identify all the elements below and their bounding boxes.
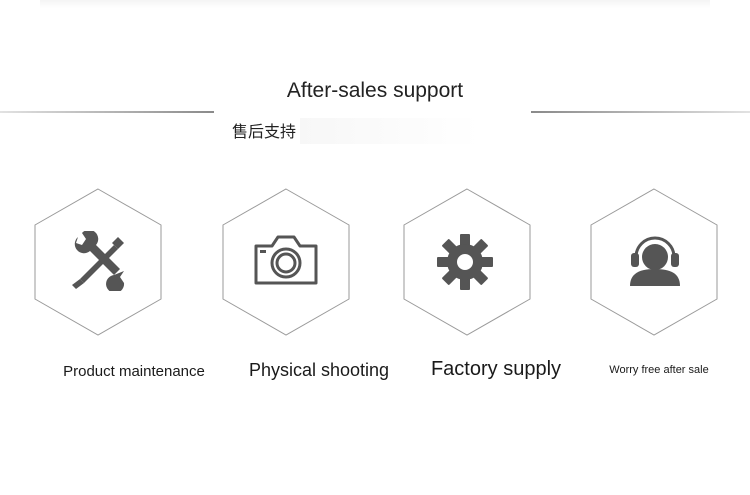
- subtitle-background-fade: [300, 118, 480, 144]
- section-subtitle: 售后支持: [232, 124, 297, 141]
- headset-support-icon: [630, 236, 680, 286]
- hexagon-frame: [222, 188, 350, 336]
- title-divider-right: [531, 111, 750, 113]
- top-decorative-fade: [40, 0, 710, 8]
- feature-label: Factory supply: [430, 358, 562, 380]
- title-divider-left: [0, 111, 214, 113]
- feature-label: Physical shooting: [248, 360, 390, 380]
- gear-icon: [437, 234, 493, 290]
- section-title: After-sales support: [286, 79, 464, 102]
- tools-icon: [72, 231, 125, 291]
- feature-label: Worry free after sale: [609, 364, 709, 376]
- feature-label: Product maintenance: [63, 363, 205, 380]
- camera-icon: [254, 235, 318, 285]
